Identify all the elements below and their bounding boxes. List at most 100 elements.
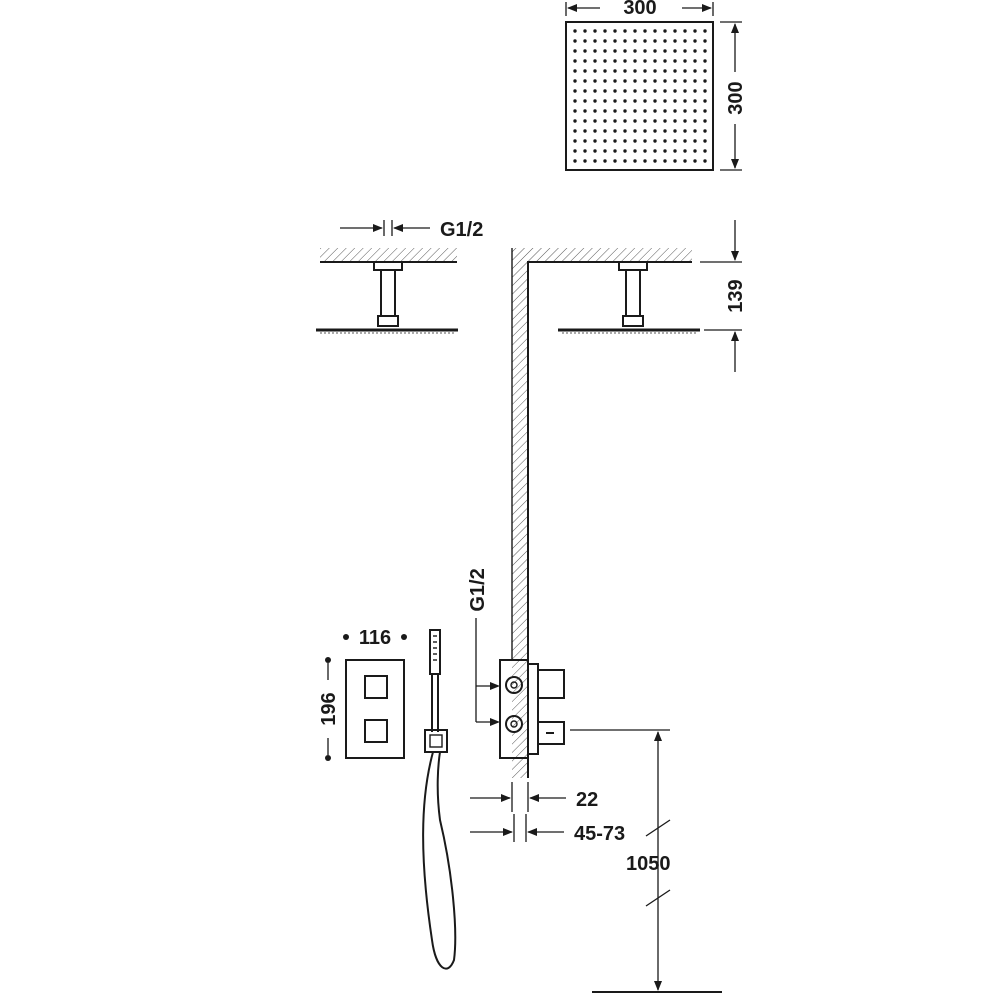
nozzle-dot <box>653 39 657 43</box>
nozzle-dot <box>683 29 687 33</box>
nozzle-dot <box>603 39 607 43</box>
nozzle-dot <box>623 139 627 143</box>
nozzle-dot <box>603 119 607 123</box>
nozzle-dot <box>693 99 697 103</box>
nozzle-dot <box>663 129 667 133</box>
nozzle-dot <box>583 49 587 53</box>
nozzle-dot <box>583 99 587 103</box>
nozzle-dot <box>593 109 597 113</box>
nozzle-dot <box>703 29 707 33</box>
nozzle-dot <box>663 29 667 33</box>
nozzle-dot <box>603 149 607 153</box>
nozzle-dot <box>633 39 637 43</box>
nozzle-dot <box>643 99 647 103</box>
shower-head-top-view <box>565 21 714 171</box>
nozzle-dot <box>623 59 627 63</box>
nozzle-grid <box>573 29 707 163</box>
nozzle-dot <box>633 119 637 123</box>
nozzle-dot <box>593 139 597 143</box>
nozzle-dot <box>663 139 667 143</box>
nozzle-dot <box>683 149 687 153</box>
nozzle-dot <box>673 119 677 123</box>
nozzle-dot <box>633 49 637 53</box>
nozzle-dot <box>683 159 687 163</box>
nozzle-dot <box>573 119 577 123</box>
inlet-thread-side-label: G1/2 <box>467 568 489 611</box>
nozzle-dot <box>703 89 707 93</box>
nozzle-dot <box>643 139 647 143</box>
nozzle-dot <box>673 59 677 63</box>
nozzle-dot <box>593 29 597 33</box>
nozzle-dot <box>653 159 657 163</box>
nozzle-dot <box>593 59 597 63</box>
nozzle-dot <box>583 149 587 153</box>
nozzle-dot <box>573 69 577 73</box>
nozzle-dot <box>613 89 617 93</box>
depth-22-dimension: 22 <box>470 782 598 812</box>
nozzle-dot <box>613 39 617 43</box>
nozzle-dot <box>653 99 657 103</box>
nozzle-dot <box>593 149 597 153</box>
nozzle-dot <box>633 159 637 163</box>
nozzle-dot <box>623 69 627 73</box>
nozzle-dot <box>653 89 657 93</box>
nozzle-dot <box>693 69 697 73</box>
nozzle-dot <box>643 39 647 43</box>
nozzle-dot <box>573 59 577 63</box>
nozzle-dot <box>573 159 577 163</box>
nozzle-dot <box>613 159 617 163</box>
nozzle-dot <box>583 69 587 73</box>
nozzle-dot <box>643 119 647 123</box>
nozzle-dot <box>573 149 577 153</box>
nozzle-dot <box>633 109 637 113</box>
nozzle-dot <box>583 79 587 83</box>
install-height-dimension: 1050 <box>570 729 722 993</box>
nozzle-dot <box>673 39 677 43</box>
nozzle-dot <box>673 109 677 113</box>
nozzle-dot <box>643 129 647 133</box>
install-height-label: 1050 <box>626 853 671 875</box>
nozzle-dot <box>653 69 657 73</box>
nozzle-dot <box>603 139 607 143</box>
ceiling-left <box>320 248 457 263</box>
nozzle-dot <box>693 139 697 143</box>
nozzle-dot <box>683 89 687 93</box>
nozzle-dot <box>653 59 657 63</box>
nozzle-dot <box>683 39 687 43</box>
nozzle-dot <box>703 59 707 63</box>
nozzle-dot <box>703 69 707 73</box>
nozzle-dot <box>643 49 647 53</box>
nozzle-dot <box>623 149 627 153</box>
nozzle-dot <box>673 129 677 133</box>
nozzle-dot <box>673 79 677 83</box>
nozzle-dot <box>643 69 647 73</box>
nozzle-dot <box>663 39 667 43</box>
nozzle-dot <box>633 69 637 73</box>
nozzle-dot <box>683 109 687 113</box>
nozzle-dot <box>623 39 627 43</box>
inlet-thread-side-dimension: G1/2 <box>467 568 500 726</box>
depth-range-dimension: 45-73 <box>470 814 625 845</box>
nozzle-dot <box>593 49 597 53</box>
nozzle-dot <box>593 159 597 163</box>
nozzle-dot <box>573 89 577 93</box>
arm-drop-dimension: 139 <box>700 220 747 372</box>
nozzle-dot <box>683 129 687 133</box>
nozzle-dot <box>663 119 667 123</box>
nozzle-dot <box>583 89 587 93</box>
nozzle-dot <box>613 129 617 133</box>
nozzle-dot <box>603 49 607 53</box>
nozzle-dot <box>673 89 677 93</box>
nozzle-dot <box>663 69 667 73</box>
nozzle-dot <box>603 69 607 73</box>
nozzle-dot <box>673 69 677 73</box>
nozzle-dot <box>583 139 587 143</box>
nozzle-dot <box>693 149 697 153</box>
nozzle-dot <box>683 79 687 83</box>
depth-22-label: 22 <box>576 789 598 811</box>
nozzle-dot <box>643 29 647 33</box>
nozzle-dot <box>583 39 587 43</box>
plate-width-dimension: 116 <box>343 627 407 649</box>
nozzle-dot <box>663 79 667 83</box>
nozzle-dot <box>703 139 707 143</box>
